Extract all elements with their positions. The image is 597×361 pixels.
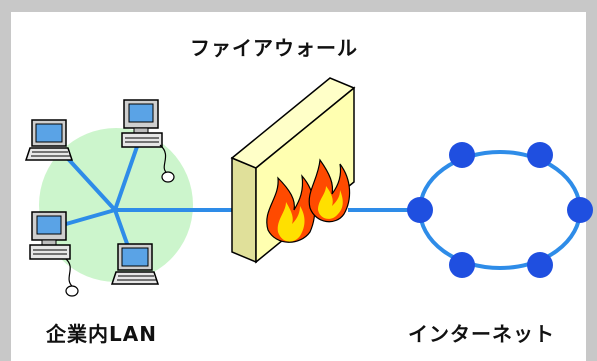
network-node-icon: [407, 197, 433, 223]
laptop-icon: [110, 243, 160, 285]
network-node-icon: [449, 252, 475, 278]
internet-ring: [418, 150, 582, 270]
internet-label: インターネット: [408, 322, 555, 346]
firewall-label: ファイアウォール: [190, 36, 358, 60]
desktop-pc-icon: [121, 99, 175, 183]
laptop-icon: [24, 119, 74, 161]
network-node-icon: [527, 142, 553, 168]
corporate-lan-label: 企業内LAN: [46, 322, 157, 346]
network-node-icon: [527, 252, 553, 278]
network-node-icon: [567, 197, 593, 223]
internet-nodes: [407, 142, 593, 278]
network-node-icon: [449, 142, 475, 168]
flame-icon: [266, 158, 351, 243]
desktop-pc-icon: [29, 211, 79, 297]
